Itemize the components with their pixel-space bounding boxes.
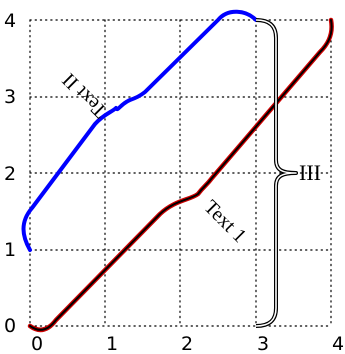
annotation-text-1: Text 1	[199, 196, 250, 247]
y-tick-4: 4	[4, 10, 16, 32]
brace-3	[255, 18, 298, 328]
y-tick-0: 0	[4, 315, 16, 337]
y-tick-labels: 0 1 2 3 4	[4, 10, 16, 337]
y-tick-3: 3	[4, 86, 16, 108]
y-tick-2: 2	[4, 163, 16, 185]
y-tick-1: 1	[4, 239, 16, 261]
brace-3-inner	[255, 19, 297, 327]
annotation-text-2: Text II	[58, 69, 111, 122]
x-tick-3: 3	[257, 333, 269, 354]
brace-2	[21, 9, 258, 252]
annotation-text-3: III	[299, 160, 321, 185]
brace-1-line	[29, 19, 333, 331]
x-tick-4: 4	[332, 333, 344, 354]
x-tick-0: 0	[31, 333, 43, 354]
x-tick-2: 2	[181, 333, 193, 354]
x-tick-1: 1	[106, 333, 118, 354]
brace-1	[27, 17, 334, 333]
x-tick-labels: 0 1 2 3 4	[31, 333, 344, 354]
